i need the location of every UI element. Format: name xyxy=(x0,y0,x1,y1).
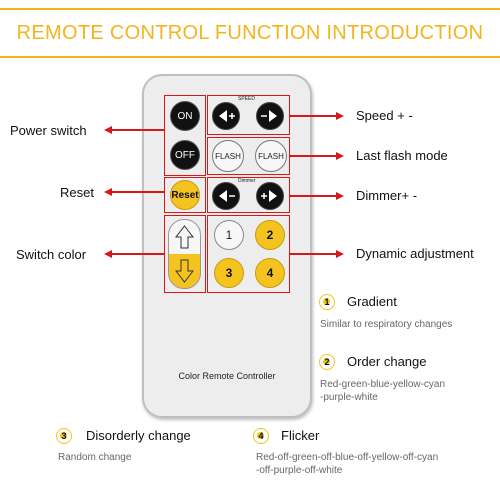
legend-2-title: Order change xyxy=(347,354,427,369)
dimmer-annotation: Dimmer+ - xyxy=(356,188,418,203)
speed-arrow-line xyxy=(290,115,338,117)
reset-label: Reset xyxy=(60,185,94,200)
legend-3-title: Disorderly change xyxy=(86,428,191,443)
flash-right-button[interactable]: FLASH xyxy=(255,140,287,172)
reset-arrow-line xyxy=(110,191,164,193)
legend-4-desc: Red-off-green-off-blue-off-yellow-off-cy… xyxy=(256,452,439,476)
dimmer-right-arrow-icon xyxy=(261,190,277,202)
legend-1-desc: Similar to respiratory changes xyxy=(320,319,453,330)
flash-left-button[interactable]: FLASH xyxy=(212,140,244,172)
dynamic-arrow-head xyxy=(336,250,344,258)
legend-1-number-icon: 1 xyxy=(319,294,335,310)
power-switch-label: Power switch xyxy=(10,123,87,138)
switch-color-arrow-line xyxy=(110,253,164,255)
speed-arrow-head xyxy=(336,112,344,120)
dimmer-plus-button[interactable] xyxy=(256,182,284,210)
on-button[interactable]: ON xyxy=(170,101,200,131)
flash-highlight-box xyxy=(207,137,290,175)
reset-arrow-head xyxy=(104,188,112,196)
up-down-arrows-icon xyxy=(174,225,195,283)
speed-highlight-box xyxy=(207,95,290,135)
flash-annotation: Last flash mode xyxy=(356,148,448,163)
dimmer-arrow-line xyxy=(290,195,338,197)
power-arrow-head xyxy=(104,126,112,134)
speed-plus-button[interactable] xyxy=(256,102,284,130)
switch-color-label: Switch color xyxy=(16,247,87,262)
legend-2-desc: Red-green-blue-yellow-cyan -purple-white xyxy=(320,379,446,403)
dimmer-minus-button[interactable] xyxy=(212,182,240,210)
legend-4-title: Flicker xyxy=(281,428,320,443)
reset-highlight-box xyxy=(164,177,206,213)
dimmer-left-arrow-icon xyxy=(219,190,235,202)
dynamic-annotation: Dynamic adjustment xyxy=(356,246,474,261)
speed-annotation: Speed + - xyxy=(356,108,413,123)
flash-arrow-line xyxy=(290,155,338,157)
dimmer-label: Dimmer xyxy=(238,178,256,184)
reset-button[interactable]: Reset xyxy=(170,180,200,210)
legend-1-title: Gradient xyxy=(347,294,397,309)
switch-color-arrow-head xyxy=(104,250,112,258)
legend-3-number-icon: 3 xyxy=(56,428,72,444)
off-button[interactable]: OFF xyxy=(170,140,200,170)
legend-2-number-icon: 2 xyxy=(319,354,335,370)
mode-1-button[interactable]: 1 xyxy=(214,220,244,250)
speed-label: SPEED xyxy=(238,96,255,102)
speed-right-arrow-icon xyxy=(261,110,277,122)
dimmer-highlight-box xyxy=(207,177,290,213)
page-title: REMOTE CONTROL FUNCTION INTRODUCTION xyxy=(16,22,484,44)
mode-4-button[interactable]: 4 xyxy=(255,258,285,288)
remote-name: Color Remote Controller xyxy=(178,371,276,381)
switch-color-highlight-box xyxy=(164,215,206,293)
header-top-rule xyxy=(0,8,500,10)
power-arrow-line xyxy=(110,129,164,131)
header-bottom-rule xyxy=(0,56,500,58)
dynamic-arrow-line xyxy=(290,253,338,255)
mode-2-button[interactable]: 2 xyxy=(255,220,285,250)
switch-color-rocker[interactable] xyxy=(168,219,201,289)
power-highlight-box xyxy=(164,95,206,176)
legend-3-desc: Random change xyxy=(58,452,132,463)
flash-arrow-head xyxy=(336,152,344,160)
legend-4-number-icon: 4 xyxy=(253,428,269,444)
speed-minus-button[interactable] xyxy=(212,102,240,130)
mode-3-button[interactable]: 3 xyxy=(214,258,244,288)
dynamic-highlight-box xyxy=(207,215,290,293)
dimmer-arrow-head xyxy=(336,192,344,200)
speed-left-arrow-icon xyxy=(219,110,235,122)
